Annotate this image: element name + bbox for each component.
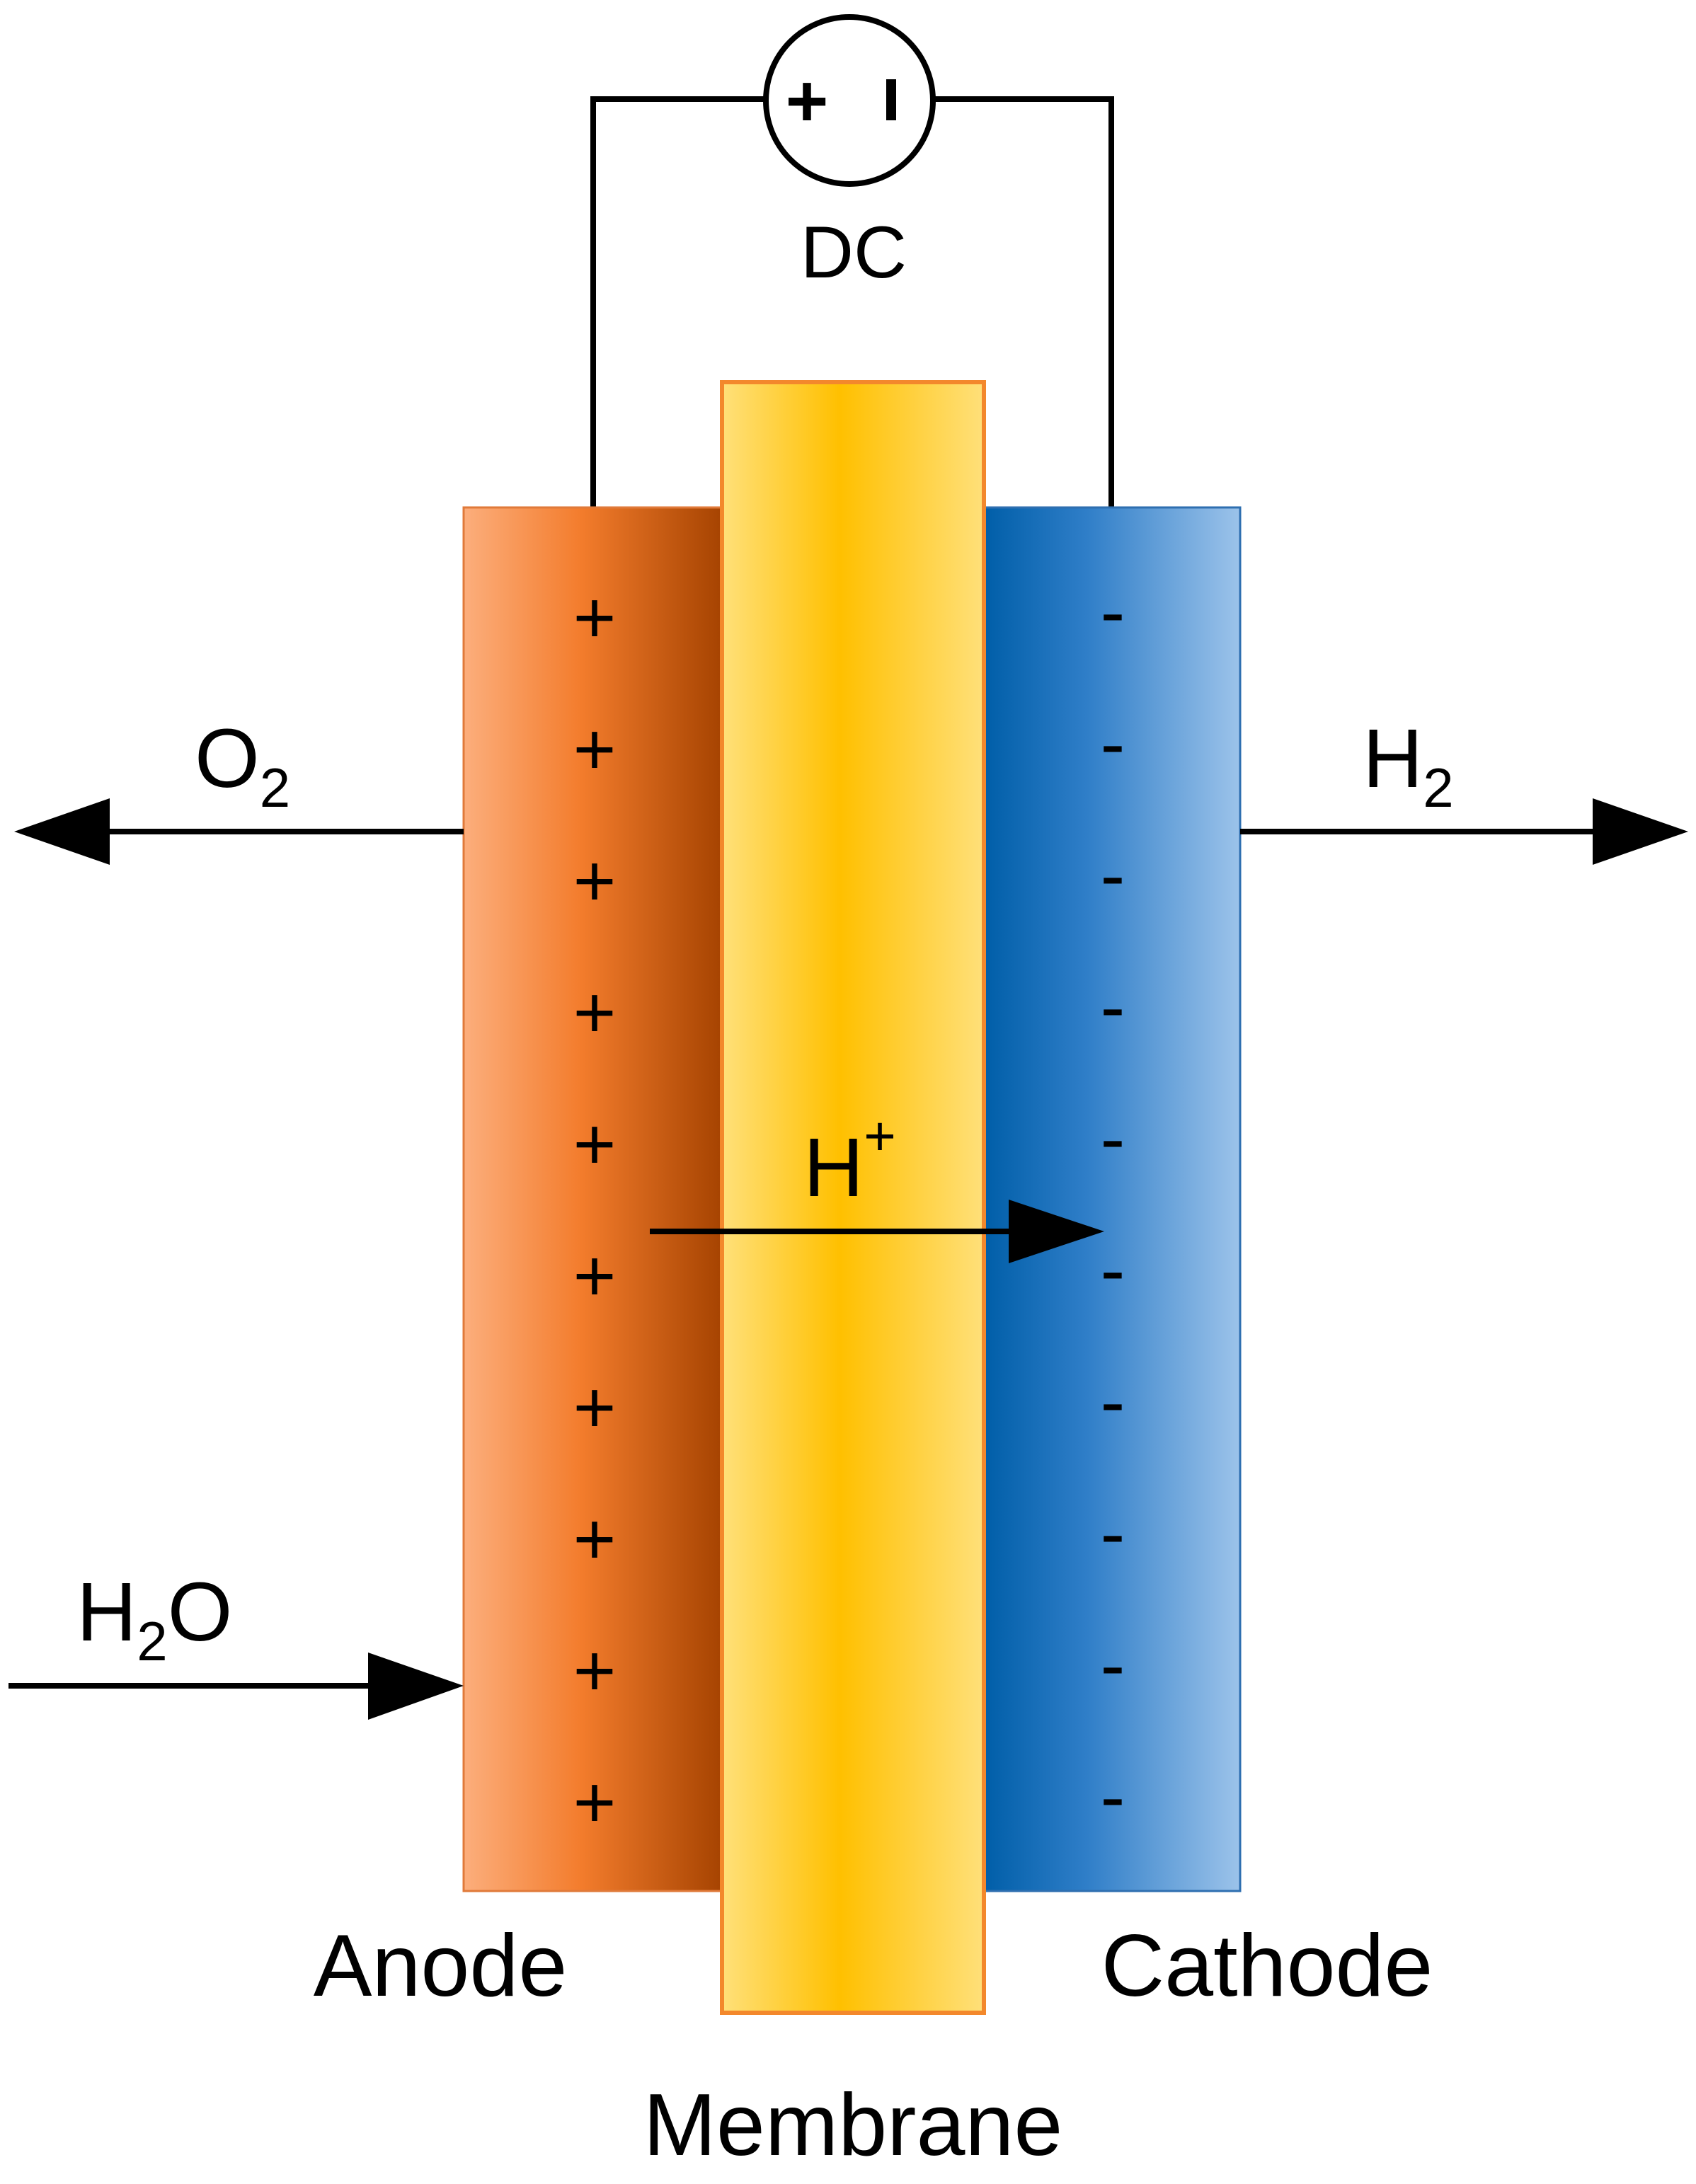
anode-wire: [590, 96, 764, 510]
cathode-charges: - - - - - - - - - -: [1101, 571, 1125, 1838]
anode-positive-charge: +: [573, 1235, 617, 1317]
cathode-negative-charge: -: [1101, 834, 1125, 916]
dc-positive-terminal: +: [786, 60, 829, 142]
anode-positive-charge: +: [573, 1761, 617, 1844]
proton-symbol: H: [803, 1121, 864, 1214]
water-in-arrow: [8, 1653, 464, 1720]
anode-positive-charge: +: [573, 1498, 617, 1580]
anode-charges: + + + + + + + + + +: [573, 577, 617, 1844]
hydrogen-symbol: H: [1363, 712, 1423, 805]
membrane-label: Membrane: [643, 2076, 1063, 2174]
cathode-negative-charge: -: [1101, 1361, 1125, 1443]
proton-label: H+: [803, 1105, 896, 1214]
dc-power-source: +: [763, 14, 936, 187]
cathode-negative-charge: -: [1101, 703, 1125, 785]
proton-transfer-arrow: [650, 1200, 1104, 1263]
cathode-negative-charge: -: [1101, 1493, 1125, 1575]
oxygen-label: O2: [195, 712, 290, 819]
hydrogen-label: H2: [1363, 712, 1454, 819]
anode-positive-charge: +: [573, 1630, 617, 1712]
oxygen-symbol: O: [195, 712, 260, 805]
membrane: [720, 380, 986, 2015]
hydrogen-out-arrow: [1240, 798, 1688, 865]
dc-label: DC: [801, 212, 907, 294]
anode-electrode: [462, 506, 727, 1892]
anode-positive-charge: +: [573, 1103, 617, 1185]
cathode-negative-charge: -: [1101, 1624, 1125, 1706]
anode-positive-charge: +: [573, 577, 617, 659]
anode-positive-charge: +: [573, 1367, 617, 1449]
oxygen-subscript: 2: [260, 757, 290, 819]
cathode-negative-charge: -: [1101, 1756, 1125, 1838]
anode-positive-charge: +: [573, 972, 617, 1054]
cathode-wire: [934, 96, 1114, 510]
anode-positive-charge: +: [573, 840, 617, 922]
water-hydrogen-symbol: H: [76, 1565, 137, 1659]
cathode-negative-charge: -: [1101, 571, 1125, 653]
anode-positive-charge: +: [573, 708, 617, 791]
anode-label: Anode: [314, 1917, 568, 2015]
dc-source-circle: [763, 14, 936, 187]
cathode-negative-charge: -: [1101, 1229, 1125, 1311]
cathode-negative-charge: -: [1101, 966, 1125, 1048]
water-subscript: 2: [137, 1610, 167, 1672]
water-label: H2O: [76, 1565, 232, 1672]
proton-superscript: +: [864, 1105, 896, 1167]
cathode-negative-charge: -: [1101, 1098, 1125, 1180]
hydrogen-subscript: 2: [1423, 757, 1453, 819]
water-oxygen-symbol: O: [168, 1565, 233, 1659]
dc-negative-terminal: [886, 79, 896, 120]
oxygen-out-arrow: [14, 798, 464, 865]
cathode-label: Cathode: [1101, 1917, 1433, 2015]
